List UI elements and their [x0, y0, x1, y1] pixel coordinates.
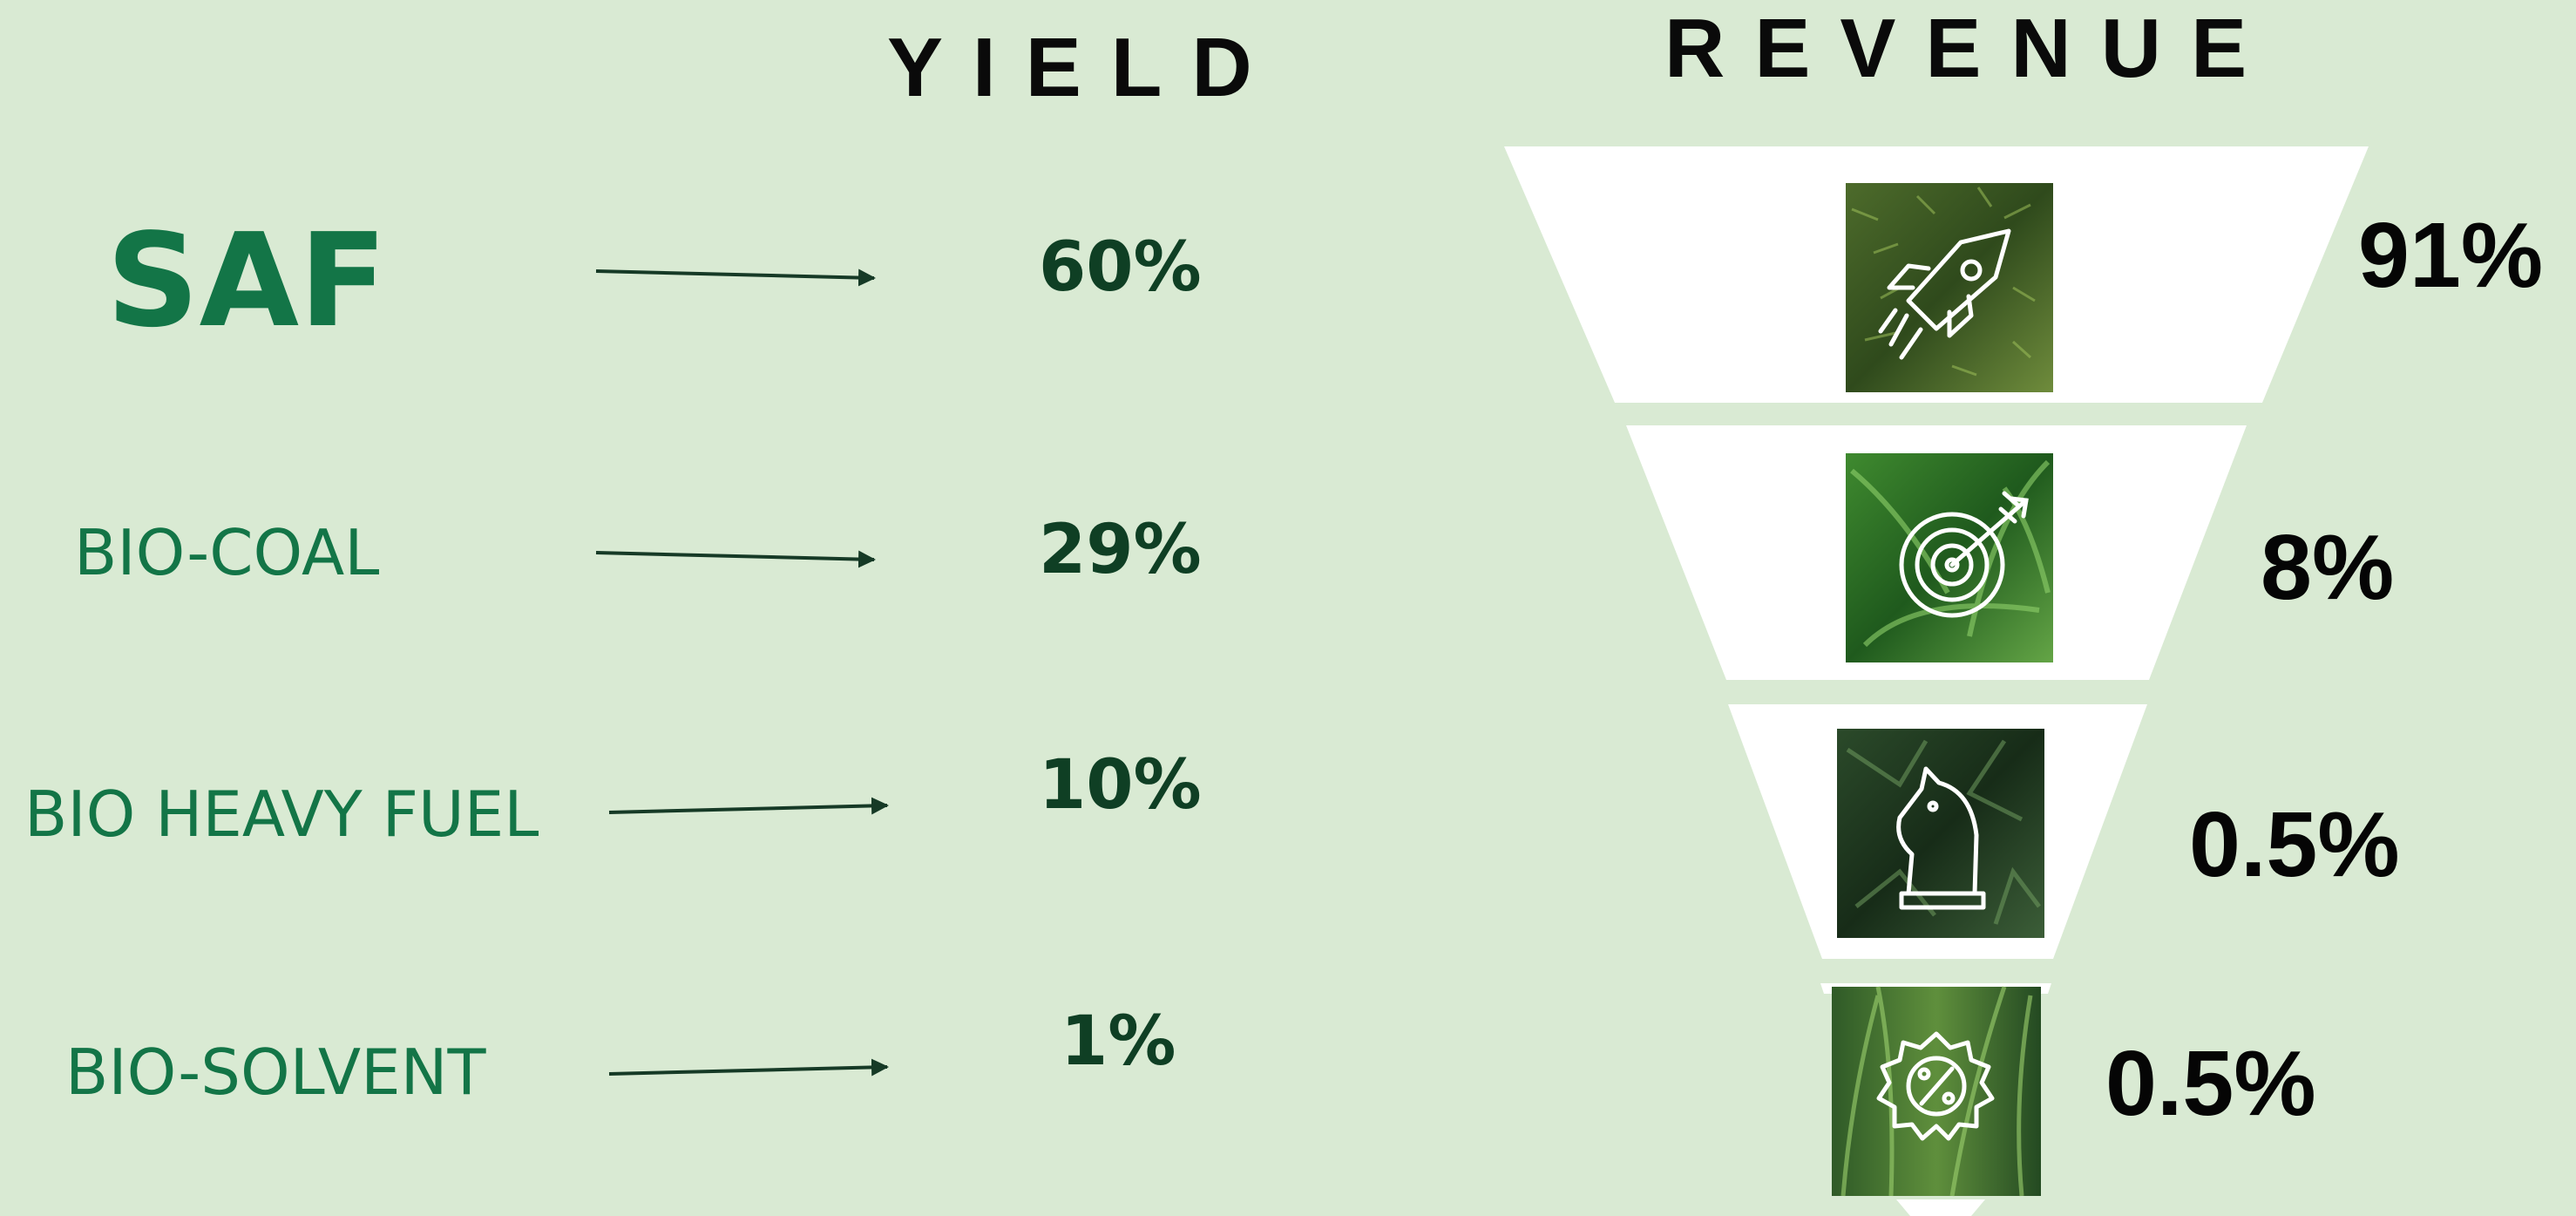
photo-tile-saf — [1846, 183, 2053, 392]
yield-value-bio-heavy-fuel: 10% — [1039, 746, 1202, 825]
revenue-value-bio-solvent: 0.5% — [2105, 1032, 2316, 1135]
yield-header: YIELD — [887, 21, 1282, 114]
product-label-bio-heavy-fuel: BIO HEAVY FUEL — [24, 778, 539, 851]
arrow-bio-coal — [595, 550, 876, 568]
arrow-saf — [595, 268, 876, 287]
revenue-header: REVENUE — [1664, 2, 2277, 95]
chess-knight-icon — [1896, 766, 1986, 910]
revenue-value-bio-heavy-fuel: 0.5% — [2189, 793, 2400, 896]
photo-tile-bio-solvent — [1832, 986, 2041, 1197]
revenue-value-saf: 91% — [2358, 204, 2544, 307]
product-label-bio-coal: BIO-COAL — [74, 516, 380, 589]
target-icon — [1899, 491, 2029, 618]
percent-badge-icon — [1876, 1031, 1995, 1141]
yield-value-bio-coal: 29% — [1039, 511, 1202, 589]
yield-value-saf: 60% — [1039, 228, 1202, 307]
product-label-saf: SAF — [106, 206, 388, 356]
arrow-bio-solvent — [608, 1058, 889, 1077]
arrow-bio-heavy-fuel — [608, 797, 889, 815]
product-label-bio-solvent: BIO-SOLVENT — [65, 1036, 486, 1109]
rocket-icon — [1878, 228, 2011, 360]
funnel-tip — [1896, 1199, 1985, 1216]
photo-tile-bio-heavy-fuel — [1837, 729, 2044, 938]
revenue-value-bio-coal: 8% — [2261, 516, 2395, 619]
photo-tile-bio-coal — [1846, 453, 2053, 662]
yield-value-bio-solvent: 1% — [1061, 1002, 1176, 1081]
